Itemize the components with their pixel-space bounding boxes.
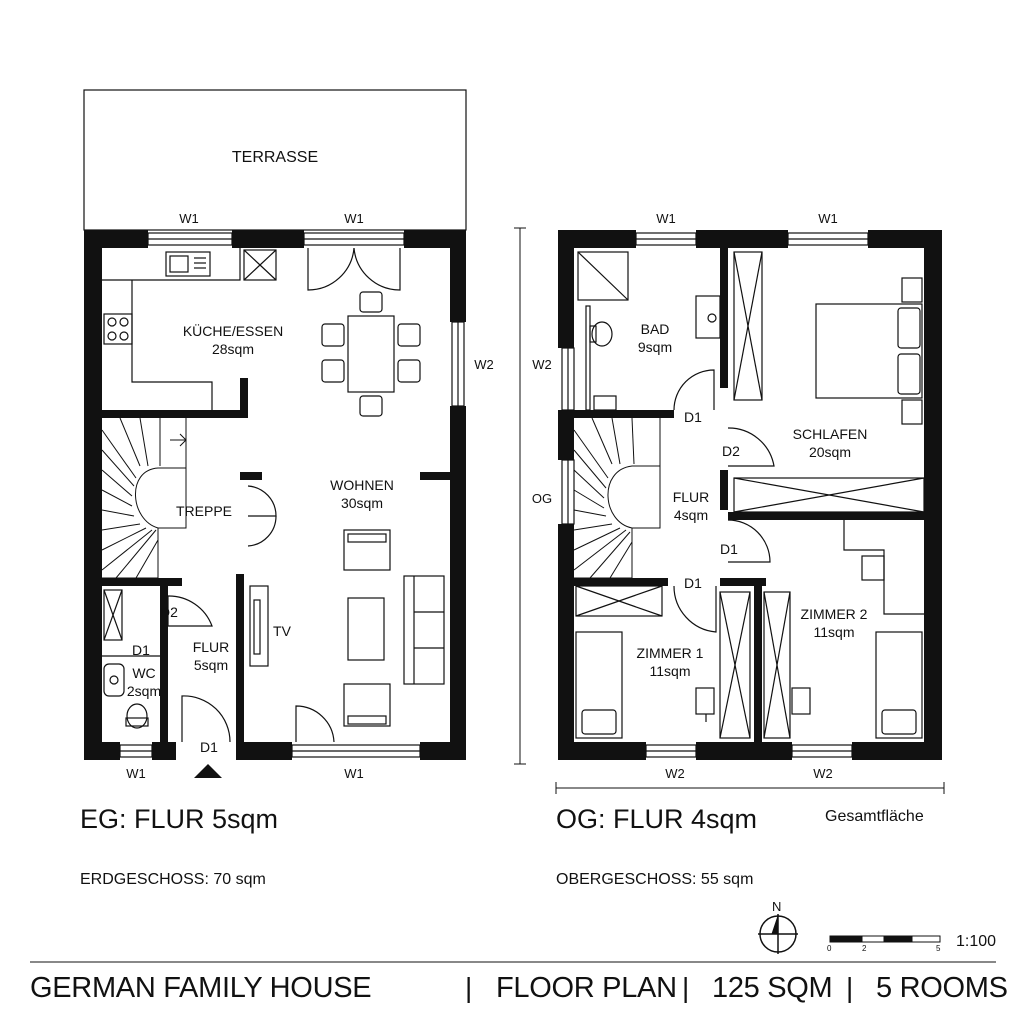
living-name: WOHNEN xyxy=(330,477,394,493)
dining-set xyxy=(321,291,421,417)
upper-windows xyxy=(561,232,869,758)
upper-floor-plan xyxy=(514,227,945,794)
eg-window-label-bottom-left: W1 xyxy=(126,766,146,781)
total-area-label: Gesamtfläche xyxy=(825,808,924,825)
kitchen-area: 28sqm xyxy=(211,341,255,357)
upper-doors xyxy=(673,369,775,633)
eg-door-d1-wc-label: D1 xyxy=(132,642,150,658)
og-hall-area: 4sqm xyxy=(673,507,709,523)
wc-name: WC xyxy=(132,665,156,681)
room1-label: ZIMMER 1 11sqm xyxy=(637,644,704,680)
bath-name: BAD xyxy=(640,321,670,337)
og-window-label-top-right: W1 xyxy=(818,211,838,226)
kitchen-counter xyxy=(102,248,277,410)
eg-heading: EG: FLUR 5sqm xyxy=(80,804,279,834)
og-heading: OG: FLUR 4sqm xyxy=(556,804,758,834)
og-door-d1-bath-label: D1 xyxy=(684,409,702,425)
living-bottom-door xyxy=(295,705,335,743)
ground-outer-walls xyxy=(84,230,466,760)
ground-floor-plan xyxy=(83,89,467,778)
room1-area: 11sqm xyxy=(649,663,691,679)
wc-area: 2sqm xyxy=(126,683,162,699)
tv-label: TV xyxy=(273,623,291,639)
scale-ratio: 1:100 xyxy=(956,933,997,950)
og-door-d2-bed-label: D2 xyxy=(722,443,740,459)
ground-staircase xyxy=(101,417,187,579)
scale-tick-5: 5 xyxy=(936,944,941,953)
bedroom-wardrobe xyxy=(733,251,925,513)
bathroom-fixtures xyxy=(577,251,721,411)
og-level-label: OG xyxy=(531,491,553,506)
wc-label: WC 2sqm xyxy=(127,664,161,700)
tv-unit xyxy=(249,585,269,667)
door-d2-swing xyxy=(167,595,213,627)
double-bed xyxy=(815,277,923,425)
upper-staircase xyxy=(573,417,661,579)
scale-bar xyxy=(829,935,941,943)
bedroom-area: 20sqm xyxy=(808,444,852,460)
eg-hall-label: FLUR 5sqm xyxy=(193,638,230,674)
room1-name: ZIMMER 1 xyxy=(636,645,704,661)
og-window-label-bottom-left: W2 xyxy=(665,766,685,781)
room2-furniture xyxy=(763,520,924,739)
footer-room-count: 5 ROOMS xyxy=(876,972,1008,1004)
scale-tick-0: 0 xyxy=(827,944,832,953)
eg-window-label-top-right: W1 xyxy=(344,211,364,226)
eg-window-label-bottom-right: W1 xyxy=(344,766,364,781)
og-window-label-top-left: W1 xyxy=(656,211,676,226)
footer-separator-2: | xyxy=(682,972,690,1003)
terrace-door xyxy=(307,247,401,291)
legend-graphics xyxy=(30,914,996,963)
og-hall-name: FLUR xyxy=(672,489,710,505)
eg-hall-area: 5sqm xyxy=(193,657,229,673)
entrance-door-swing xyxy=(181,695,231,743)
ground-windows xyxy=(119,232,465,758)
room2-area: 11sqm xyxy=(813,624,855,640)
footer-separator-1: | xyxy=(465,972,473,1003)
og-total: OBERGESCHOSS: 55 sqm xyxy=(556,871,754,888)
og-door-d1-room2-label: D1 xyxy=(720,541,738,557)
og-window-label-bottom-right: W2 xyxy=(813,766,833,781)
kitchen-room-label: KÜCHE/ESSEN 28sqm xyxy=(183,322,283,358)
footer-house-name: GERMAN FAMILY HOUSE xyxy=(30,972,372,1004)
og-hall-label: FLUR 4sqm xyxy=(673,488,710,524)
living-area: 30sqm xyxy=(340,495,384,511)
living-furniture xyxy=(343,529,445,727)
terrace-label: TERRASSE xyxy=(231,149,319,166)
footer-plan-type: FLOOR PLAN xyxy=(496,972,677,1004)
eg-window-label-side: W2 xyxy=(474,357,494,372)
bath-area: 9sqm xyxy=(637,339,673,355)
footer-total-area: 125 SQM xyxy=(712,972,833,1004)
room2-label: ZIMMER 2 11sqm xyxy=(801,605,868,641)
bath-label: BAD 9sqm xyxy=(638,320,672,356)
eg-window-label-top-left: W1 xyxy=(179,211,199,226)
dimension-lines xyxy=(514,227,945,794)
ground-interior-walls xyxy=(102,378,450,742)
upper-outer-walls xyxy=(558,230,942,760)
kitchen-name: KÜCHE/ESSEN xyxy=(182,323,284,339)
eg-door-d1-entry-label: D1 xyxy=(200,739,218,755)
stairs-label: TREPPE xyxy=(175,503,233,519)
wc-fixtures xyxy=(102,589,160,729)
bedroom-label: SCHLAFEN 20sqm xyxy=(793,425,868,461)
living-double-door xyxy=(247,485,277,547)
living-room-label: WOHNEN 30sqm xyxy=(330,476,394,512)
eg-hall-name: FLUR xyxy=(192,639,230,655)
eg-total: ERDGESCHOSS: 70 sqm xyxy=(80,871,266,888)
bedroom-name: SCHLAFEN xyxy=(792,426,868,442)
og-door-d1-room1-label: D1 xyxy=(684,575,702,591)
north-label: N xyxy=(772,899,782,914)
scale-tick-2: 2 xyxy=(862,944,867,953)
og-window-label-side: W2 xyxy=(532,357,552,372)
upper-interior-walls xyxy=(574,248,924,742)
room2-name: ZIMMER 2 xyxy=(800,606,868,622)
footer-separator-3: | xyxy=(846,972,854,1003)
eg-door-d2-label: D2 xyxy=(160,604,178,620)
room1-furniture xyxy=(575,585,751,739)
entrance-arrow xyxy=(194,764,222,778)
